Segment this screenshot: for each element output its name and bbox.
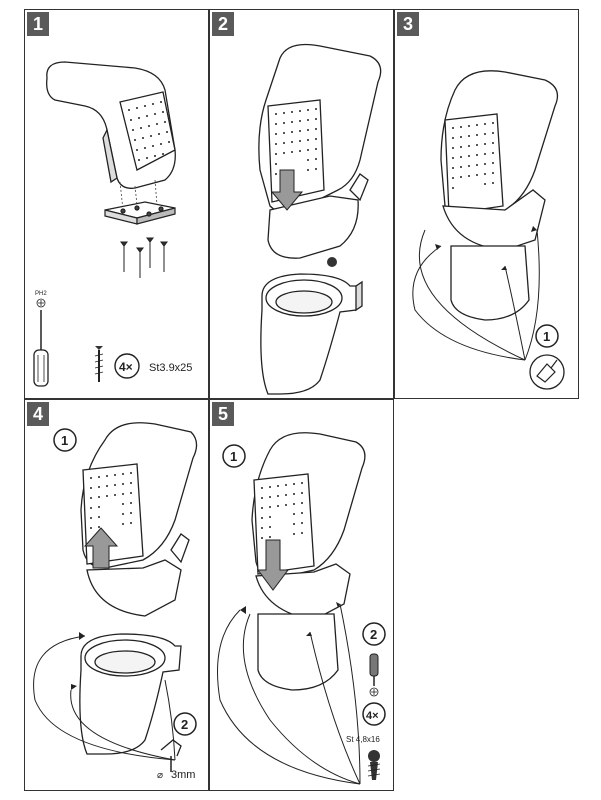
- screws-group: [120, 237, 168, 278]
- step-panel-4: 4 1: [24, 399, 209, 791]
- step-panel-3: 3: [394, 9, 579, 399]
- guide-arrows: [33, 635, 176, 761]
- substep-marker-b: 2: [362, 622, 386, 646]
- console-base: [260, 273, 363, 395]
- step-panel-5: 5 1: [209, 399, 394, 791]
- svg-text:2: 2: [181, 717, 188, 732]
- hand-tool-icon: [529, 354, 565, 390]
- step-number: 4: [27, 402, 49, 426]
- armrest-lid: [46, 61, 176, 189]
- armrest-opening-illustration: 1: [412, 70, 565, 390]
- armrest-lowering-illustration: [258, 43, 382, 395]
- substep-marker-a: 1: [222, 444, 246, 468]
- screw-detail-icon: 4× St3.9x25: [94, 346, 192, 382]
- svg-text:1: 1: [543, 329, 550, 344]
- substep-marker-b: 2: [173, 712, 197, 736]
- screwdriver-icon: PH2: [33, 291, 49, 387]
- guide-arrows: [217, 603, 361, 785]
- svg-text:1: 1: [230, 449, 237, 464]
- svg-text:4×: 4×: [366, 710, 379, 722]
- svg-text:St3.9x25: St3.9x25: [149, 362, 192, 374]
- armrest-final-mount-illustration: 1: [217, 432, 386, 785]
- svg-text:1: 1: [61, 433, 68, 448]
- armrest-exploded-illustration: PH2 4× St3.9x25: [33, 61, 192, 387]
- down-arrow-icon: [270, 169, 304, 211]
- svg-text:⌀: ⌀: [157, 770, 163, 781]
- svg-text:PH2: PH2: [35, 291, 47, 297]
- mounting-screw: [327, 257, 337, 267]
- mounting-bracket: [104, 201, 176, 225]
- guide-arrows: [412, 229, 540, 361]
- screwdriver-icon: [369, 653, 379, 697]
- drill-icon: ⌀ 3mm: [157, 739, 195, 781]
- down-arrow-icon: [257, 539, 289, 591]
- lid-texture: [128, 101, 170, 161]
- step-number: 5: [212, 402, 234, 426]
- step-number: 1: [27, 12, 49, 36]
- substep-marker-a: 1: [53, 428, 77, 452]
- svg-text:3mm: 3mm: [171, 769, 195, 781]
- screw-icon: [367, 750, 381, 780]
- armrest-lifting-illustration: 1: [33, 422, 198, 781]
- step-number: 3: [397, 12, 419, 36]
- step-number: 2: [212, 12, 234, 36]
- screw-count-marker: 4×: [362, 702, 386, 726]
- step-panel-1: 1: [24, 9, 209, 399]
- step-panel-2: 2: [209, 9, 394, 399]
- up-arrow-icon: [83, 527, 119, 569]
- console-base: [79, 633, 182, 755]
- svg-text:4×: 4×: [119, 360, 133, 374]
- substep-marker: 1: [535, 324, 559, 348]
- svg-text:2: 2: [370, 627, 377, 642]
- screw-spec: St 4,8x16: [346, 735, 380, 744]
